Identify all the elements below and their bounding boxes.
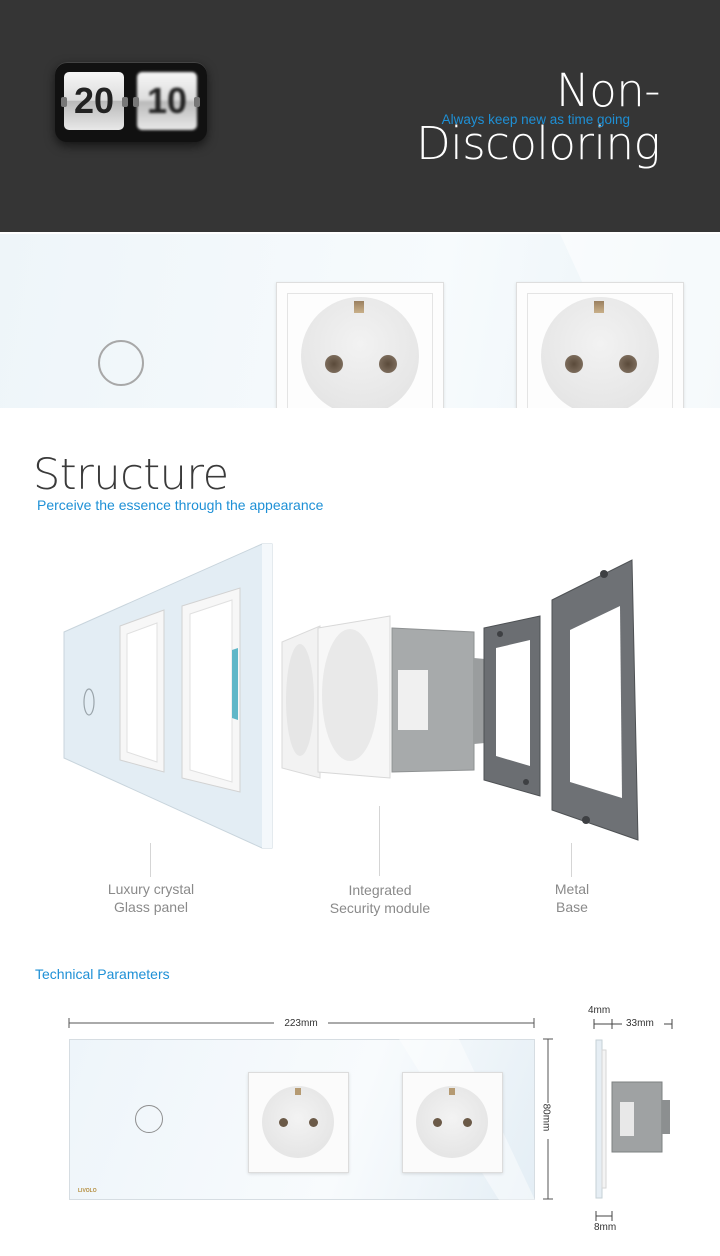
label-base-line1: Metal xyxy=(554,881,590,897)
width-dimension-line xyxy=(68,1018,535,1028)
label-glass-line2: Glass panel xyxy=(114,899,188,915)
clock-digits-right: 10 xyxy=(137,72,197,130)
product-closeup xyxy=(0,234,720,408)
clock-hinge xyxy=(61,97,67,107)
height-dimension-line xyxy=(543,1038,553,1200)
label-module-line2: Security module xyxy=(329,900,431,916)
pointer-line xyxy=(150,843,151,877)
label-base-line2: Base xyxy=(556,899,588,915)
banner-title: Non-Discoloring xyxy=(416,64,660,170)
glass-thickness-dimension: 4mm xyxy=(588,1005,611,1016)
module-depth-dimension: 33mm xyxy=(626,1018,654,1029)
socket-icon xyxy=(516,282,684,408)
brand-logo: LIVOLO xyxy=(78,1188,97,1194)
base-thickness-dimension: 8mm xyxy=(594,1222,617,1233)
pointer-line xyxy=(571,843,572,877)
label-glass-line1: Luxury crystal xyxy=(107,881,195,897)
height-dimension: 80mm xyxy=(540,1103,552,1132)
pointer-line xyxy=(379,806,380,876)
clock-hinge xyxy=(122,97,128,107)
touch-ring-icon xyxy=(98,340,144,386)
exploded-view-illustration xyxy=(63,543,639,849)
socket-icon xyxy=(248,1072,349,1173)
banner-subtitle: Always keep new as time going xyxy=(441,112,630,127)
clock-hinge xyxy=(133,97,139,107)
structure-title: Structure xyxy=(33,450,229,500)
metal-base-icon xyxy=(551,559,639,841)
label-security-module: Integrated Security module xyxy=(305,881,455,917)
side-view-drawing xyxy=(593,1019,673,1221)
socket-icon xyxy=(402,1072,503,1173)
metal-bracket-icon xyxy=(483,615,541,797)
label-glass-panel: Luxury crystal Glass panel xyxy=(76,880,226,916)
label-metal-base: Metal Base xyxy=(522,880,622,916)
security-module-icon xyxy=(281,615,496,779)
touch-ring-icon xyxy=(135,1105,163,1133)
clock-hinge xyxy=(194,97,200,107)
technical-parameters-title: Technical Parameters xyxy=(35,966,170,982)
label-module-line1: Integrated xyxy=(348,882,412,898)
flip-clock-icon: 20 10 xyxy=(55,62,207,142)
width-dimension: 223mm xyxy=(284,1018,318,1029)
structure-subtitle: Perceive the essence through the appeara… xyxy=(37,497,324,513)
glass-panel-icon xyxy=(63,543,273,849)
socket-icon xyxy=(276,282,444,408)
clock-digits-left: 20 xyxy=(64,72,124,130)
